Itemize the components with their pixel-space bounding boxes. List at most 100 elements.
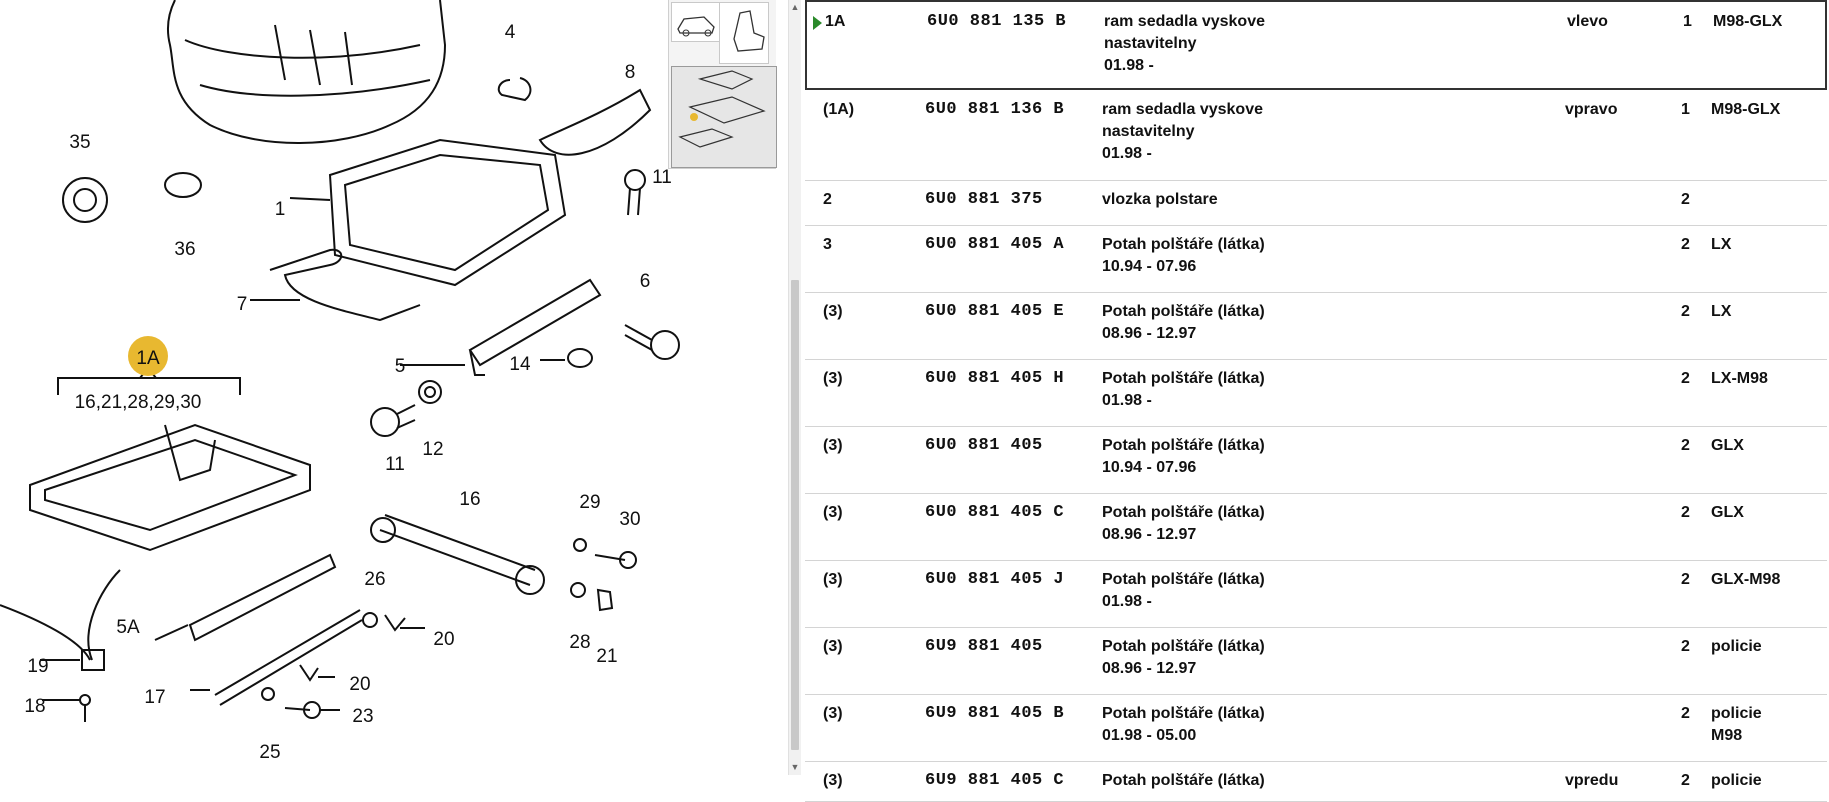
callout-label-25: 25 [259, 742, 280, 763]
part-number: 6U0 881 405 [925, 436, 1043, 455]
part-description: Potah polštáře (látka) 10.94 - 07.96 [1102, 234, 1265, 278]
callout-label-36: 36 [174, 239, 195, 260]
part-number: 6U0 881 405 C [925, 503, 1065, 522]
scroll-down-arrow-icon[interactable]: ▼ [790, 762, 800, 772]
position-number: (3) [823, 437, 843, 454]
callout-label-1: 1 [275, 199, 286, 220]
position-number: 1A [825, 13, 846, 30]
description-line: ram sedadla vyskove [1104, 13, 1265, 30]
highlight-marker-1a [128, 336, 168, 376]
parts-row[interactable]: (3) 6U9 881 405 Potah polštáře (látka)08.9… [805, 627, 1827, 695]
part-number: 6U0 881 405 J [925, 570, 1065, 589]
description-line: ram sedadla vyskove [1102, 101, 1263, 118]
description-line: Potah polštáře (látka) [1102, 370, 1265, 387]
part-number: 6U9 881 405 [925, 637, 1043, 656]
quantity: 2 [1681, 504, 1690, 521]
model-code: M98-GLX [1713, 13, 1783, 30]
description-line: 01.98 - [1102, 593, 1152, 610]
car-thumbnail[interactable] [671, 2, 720, 42]
quantity: 2 [1681, 705, 1690, 722]
description-line: 10.94 - 07.96 [1102, 459, 1197, 476]
thumbnail-navigator[interactable] [668, 0, 777, 169]
quantity: 1 [1681, 101, 1690, 118]
position-number: (1A) [823, 101, 855, 118]
callout-label-30: 30 [619, 509, 640, 530]
callout-label-16: 16 [459, 489, 480, 510]
part-description: Potah polštáře (látka) [1102, 770, 1265, 792]
part-description: Potah polštáře (látka)08.96 - 12.97 [1102, 636, 1265, 680]
callout-label-28: 28 [569, 632, 590, 653]
part-number: 6U0 881 405 H [925, 369, 1065, 388]
callout-label-16-21-28-29-30: 16,21,28,29,30 [75, 392, 202, 413]
parts-row[interactable]: (3) 6U0 881 405 H Potah polštáře (látka) 01… [805, 359, 1827, 427]
callout-label-5A: 5A [116, 617, 140, 638]
model-code: LX-M98 [1711, 370, 1768, 387]
callout-label-29: 29 [579, 492, 600, 513]
callout-label-7: 7 [237, 294, 248, 315]
callout-label-4: 4 [505, 22, 516, 43]
description-line: nastavitelny [1102, 123, 1195, 140]
quantity: 2 [1681, 437, 1690, 454]
part-description: vlozka polstare [1102, 189, 1218, 211]
position-number: (3) [823, 571, 843, 588]
position-number: (3) [823, 638, 843, 655]
vertical-scrollbar[interactable]: ▲ ▼ [788, 0, 801, 775]
description-line: Potah polštáře (látka) [1102, 437, 1265, 454]
description-line: 08.96 - 12.97 [1102, 325, 1197, 342]
callout-label-11: 11 [385, 454, 405, 475]
description-line: 10.94 - 07.96 [1102, 258, 1197, 275]
scroll-up-arrow-icon[interactable]: ▲ [790, 2, 800, 12]
position-number: 3 [823, 236, 832, 253]
description-line: Potah polštáře (látka) [1102, 236, 1265, 253]
description-line: 01.98 - 05.00 [1102, 727, 1197, 744]
scrollbar-thumb[interactable] [791, 280, 799, 750]
callout-label-8: 8 [625, 62, 636, 83]
callout-label-1A[interactable]: 1A [136, 348, 160, 369]
callout-label-20: 20 [349, 674, 370, 695]
part-description: Potah polštáře (látka) 01.98 - 05.00 [1102, 703, 1265, 747]
side: vlevo [1567, 13, 1608, 30]
quantity: 2 [1681, 370, 1690, 387]
parts-row[interactable]: (3) 6U0 881 405 J Potah polštáře (látka) 01… [805, 560, 1827, 628]
part-number: 6U0 881 375 [925, 190, 1043, 209]
side: vpravo [1565, 101, 1618, 118]
quantity: 2 [1681, 191, 1690, 208]
quantity: 2 [1681, 303, 1690, 320]
callout-label-12: 12 [422, 439, 443, 460]
model-code: GLX-M98 [1711, 571, 1781, 588]
seat-frame-thumbnail[interactable] [671, 66, 777, 168]
part-description: Potah polštáře (látka) 10.94 - 07.96 [1102, 435, 1265, 479]
description-line: Potah polštáře (látka) [1102, 638, 1265, 655]
callout-label-6: 6 [640, 271, 651, 292]
parts-list-table: 1A 6U0 881 135 B ram sedadla vyskove nastav… [805, 0, 1829, 802]
callout-label-35: 35 [69, 132, 90, 153]
description-line: 08.96 - 12.97 [1102, 526, 1197, 543]
description-line: Potah polštáře (látka) [1102, 705, 1265, 722]
callout-label-23: 23 [352, 706, 373, 727]
model-code: GLX [1711, 504, 1744, 521]
parts-row[interactable]: (3) 6U0 881 405 Potah polštáře (látka) 10.9… [805, 426, 1827, 494]
seat-thumbnail[interactable] [719, 2, 769, 64]
description-line: Potah polštáře (látka) [1102, 571, 1265, 588]
callout-label-17: 17 [144, 687, 165, 708]
part-number: 6U0 881 135 B [927, 12, 1067, 31]
description-line: 01.98 - [1102, 392, 1152, 409]
description-line: vlozka polstare [1102, 191, 1218, 208]
description-line: 01.98 - [1104, 57, 1154, 74]
position-number: (3) [823, 772, 843, 789]
part-description: Potah polštáře (látka) 01.98 - [1102, 569, 1265, 613]
quantity: 2 [1681, 772, 1690, 789]
model-code: GLX [1711, 437, 1744, 454]
position-number: (3) [823, 370, 843, 387]
